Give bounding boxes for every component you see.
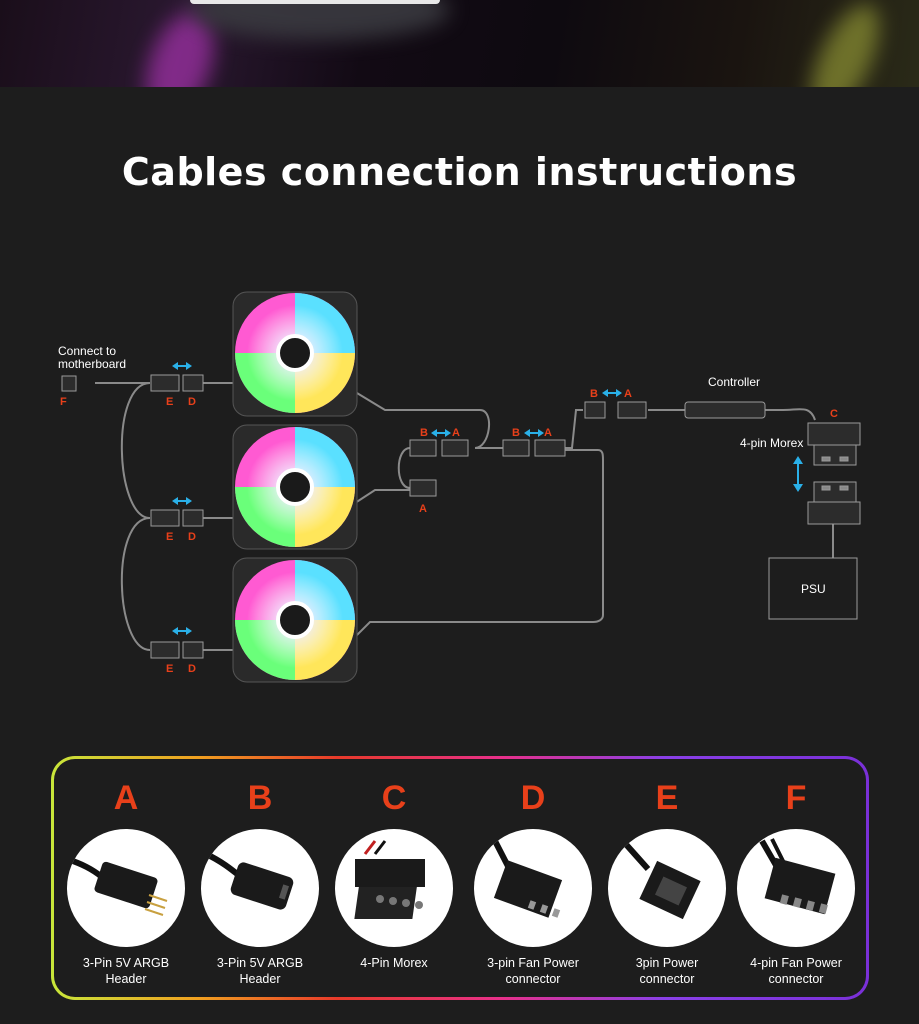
argb-3pin-socket-icon [201,829,319,947]
arrow-molex-vertical [793,456,803,492]
connector-b-2 [502,439,530,457]
letter-d-top: D [188,396,196,408]
legend-item-d: D 3-pin Fan Power connector [466,759,600,999]
letter-d-bottom: D [188,663,196,675]
connector-a-4 [617,401,647,419]
legend-caption: 3-Pin 5V ARGB Header [59,955,193,987]
controller-box [684,401,766,419]
arrow-ed-middle [172,497,192,505]
legend-item-f: F 4-pin Fan Power connector [729,759,863,999]
letter-b-3: B [590,388,598,400]
cables [95,382,834,651]
psu-box [768,557,858,620]
fan-3pin-connector-icon [474,829,592,947]
fan-top [232,291,358,417]
argb-3pin-header-icon [67,829,185,947]
connector-a-1 [441,439,469,457]
legend-letter: D [520,779,546,817]
legend-caption: 4-Pin Morex [327,955,461,971]
connector-b-1 [409,439,437,457]
letter-f: F [60,396,67,408]
letter-d-middle: D [188,531,196,543]
molex-4pin-icon [335,829,453,947]
arrow-ba-3 [602,389,622,397]
fan-middle [232,424,358,550]
legend-caption: 4-pin Fan Power connector [729,955,863,987]
arrow-ed-bottom [172,627,192,635]
molex-upper [807,422,861,466]
letter-e-top: E [166,396,173,408]
arrows [172,362,803,635]
legend-caption-line2: Header [239,972,281,986]
connector-e-top [150,374,180,392]
top-banner-image [0,0,919,87]
morex-label: 4-pin Morex [740,436,803,450]
letter-a-3: A [544,427,552,439]
legend-caption-line1: 3-Pin 5V ARGB [216,956,304,970]
letter-e-middle: E [166,531,173,543]
wiring-diagram: Connect to motherboard Controller 4-pin … [58,291,861,683]
fan-4pin-connector-icon [737,829,855,947]
legend-caption: 3-pin Fan Power connector [466,955,600,987]
legend-item-e: E 3pin Power connector [600,759,734,999]
letter-a-2: A [419,503,427,515]
connector-d-bottom [182,641,204,659]
connector-d-top [182,374,204,392]
legend-item-c: C 4-Pin Morex [327,759,461,999]
page-title: Cables connection instructions [121,150,798,194]
letter-c: C [830,408,838,420]
connector-a-3 [534,439,566,457]
connector-f [61,375,77,392]
connector-e-middle [150,509,180,527]
legend-caption-line2: Header [105,972,147,986]
legend-caption-line1: 3-Pin 5V ARGB [82,956,170,970]
legend-caption-line1: 4-Pin Morex [360,956,428,970]
legend-caption-line2: connector [639,972,695,986]
legend-letter: A [113,779,139,817]
power-3pin-connector-icon [608,829,726,947]
arrow-ba-1 [431,429,451,437]
legend-letter: C [381,779,407,817]
legend-item-a: A 3-Pin 5V ARGB Header [59,759,193,999]
motherboard-label-line2: motherboard [58,357,126,371]
arrow-ed-top [172,362,192,370]
connectors [61,374,766,659]
legend-caption-line2: connector [505,972,561,986]
legend-caption: 3-Pin 5V ARGB Header [193,955,327,987]
legend-letter: E [655,779,679,817]
connector-d-middle [182,509,204,527]
letter-b-2: B [512,427,520,439]
connector-e-bottom [150,641,180,659]
legend-letter: F [785,779,807,817]
letter-e-bottom: E [166,663,173,675]
letter-a-4: A [624,388,632,400]
connector-legend: A 3-Pin 5V ARGB Header B [51,756,869,1000]
connector-b-3 [584,401,606,419]
molex-lower [807,481,861,525]
controller-label: Controller [708,375,760,389]
connector-a-2 [409,479,437,497]
letter-b-1: B [420,427,428,439]
letter-a-1: A [452,427,460,439]
psu-label: PSU [801,582,826,596]
legend-item-b: B 3-Pin 5V ARGB Header [193,759,327,999]
arrow-ba-2 [524,429,544,437]
legend-caption-line2: connector [768,972,824,986]
legend-caption-line1: 3pin Power [635,956,699,970]
legend-caption-line1: 4-pin Fan Power [750,956,842,970]
legend-letter: B [247,779,273,817]
fan-bottom [232,557,358,683]
legend-caption-line1: 3-pin Fan Power [487,956,579,970]
legend-caption: 3pin Power connector [600,955,734,987]
motherboard-label-line1: Connect to [58,344,116,358]
